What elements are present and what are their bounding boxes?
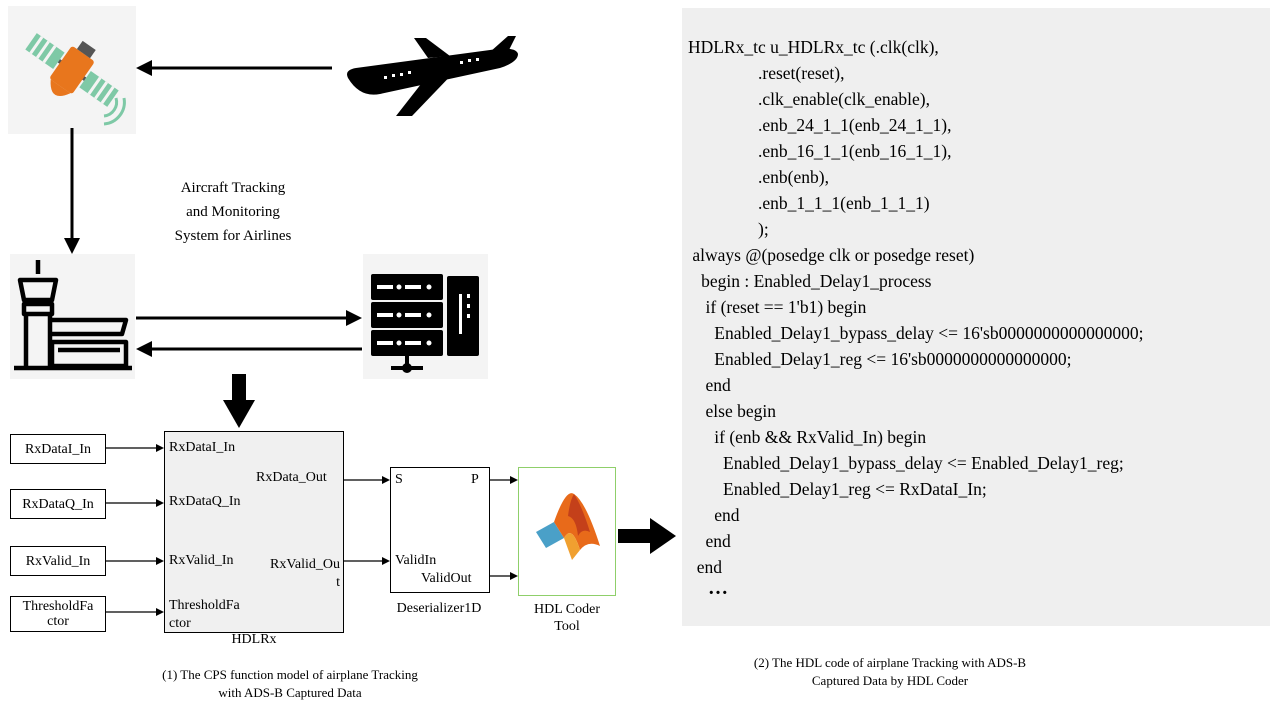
code-line: end xyxy=(688,505,740,525)
inport-rxdatai[interactable]: RxDataI_In xyxy=(10,434,106,464)
system-title-line-3: System for Airlines xyxy=(174,228,292,244)
code-line: if (enb && RxValid_In) begin xyxy=(688,427,927,447)
code-panel: HDLRx_tc u_HDLRx_tc (.clk(clk), .reset(r… xyxy=(682,8,1270,626)
hdlrx-block[interactable] xyxy=(164,431,344,633)
code-line: .enb_24_1_1(enb_24_1_1), xyxy=(688,115,952,135)
deserializer-port-validin: ValidIn xyxy=(395,553,437,568)
code-line: .enb(enb), xyxy=(688,167,829,187)
arrow-plane-to-satellite xyxy=(136,60,332,76)
code-line: end xyxy=(688,557,723,577)
server-rack-icon-box xyxy=(363,254,488,379)
arrow-tower-to-server xyxy=(136,310,362,326)
hdlrx-output-rxdata: RxData_Out xyxy=(256,470,327,485)
code-line: if (reset == 1'b1) begin xyxy=(688,297,867,317)
control-tower-icon-box xyxy=(10,254,135,379)
matlab-logo-icon xyxy=(536,493,600,560)
deserializer-port-s: S xyxy=(395,472,403,487)
satellite-icon xyxy=(25,33,126,126)
server-rack-icon xyxy=(371,274,479,373)
hdl-coder-tool-label: HDL Coder Tool xyxy=(534,602,600,634)
arrow-down-to-model xyxy=(223,374,255,428)
code-caption: (2) The HDL code of airplane Tracking wi… xyxy=(753,655,1027,688)
hdlrx-input-rxdatai: RxDataI_In xyxy=(169,440,236,455)
deserializer-port-validout: ValidOut xyxy=(421,571,472,586)
inport-thresholdfactor[interactable]: ThresholdFa ctor xyxy=(10,596,106,632)
deserializer-port-p: P xyxy=(471,472,479,487)
satellite-icon-box xyxy=(8,6,136,134)
arrow-to-code xyxy=(618,518,676,554)
code-line: Enabled_Delay1_bypass_delay <= 16'sb0000… xyxy=(688,323,1144,343)
code-line: ); xyxy=(688,219,769,239)
hdlrx-output-rxvalid: RxValid_Ou t xyxy=(270,557,340,590)
inport-rxvalid[interactable]: RxValid_In xyxy=(10,546,106,576)
arrow-satellite-to-tower xyxy=(64,128,80,254)
hdlrx-input-rxvalid: RxValid_In xyxy=(169,553,234,568)
code-line: Enabled_Delay1_reg <= 16'sb0000000000000… xyxy=(688,349,1072,369)
hdlrx-input-threshold: ThresholdFa ctor xyxy=(169,598,240,631)
hdlrx-input-rxdataq: RxDataQ_In xyxy=(169,494,241,509)
airplane-icon xyxy=(347,36,518,116)
arrow-server-to-tower xyxy=(136,341,362,357)
model-caption: (1) The CPS function model of airplane T… xyxy=(162,667,418,700)
code-line: always @(posedge clk or posedge reset) xyxy=(688,245,975,265)
control-tower-icon xyxy=(14,260,132,371)
system-title-line-1: Aircraft Tracking xyxy=(180,180,286,196)
code-line: Enabled_Delay1_bypass_delay <= Enabled_D… xyxy=(688,453,1124,473)
deserializer-to-tool-connectors xyxy=(489,476,518,580)
code-line: .reset(reset), xyxy=(688,63,845,83)
deserializer-block[interactable] xyxy=(390,467,490,593)
inport-rxdataq[interactable]: RxDataQ_In xyxy=(10,489,106,519)
code-line: begin : Enabled_Delay1_process xyxy=(688,271,932,291)
code-line: end xyxy=(688,375,731,395)
code-ellipsis: … xyxy=(708,577,728,599)
code-line: .enb_16_1_1(enb_16_1_1), xyxy=(688,141,952,161)
system-title-line-2: and Monitoring xyxy=(186,204,280,220)
code-line: HDLRx_tc u_HDLRx_tc (.clk(clk), xyxy=(688,37,939,57)
hdlrx-to-deserializer-connectors xyxy=(343,476,390,565)
code-line: else begin xyxy=(688,401,776,421)
code-line: .clk_enable(clk_enable), xyxy=(688,89,930,109)
code-line: Enabled_Delay1_reg <= RxDataI_In; xyxy=(688,479,987,499)
code-line: end xyxy=(688,531,731,551)
inport-connectors xyxy=(105,444,164,616)
deserializer-label: Deserializer1D xyxy=(396,601,482,616)
code-line: .enb_1_1_1(enb_1_1_1) xyxy=(688,193,930,213)
hdlrx-label: HDLRx xyxy=(231,632,277,647)
